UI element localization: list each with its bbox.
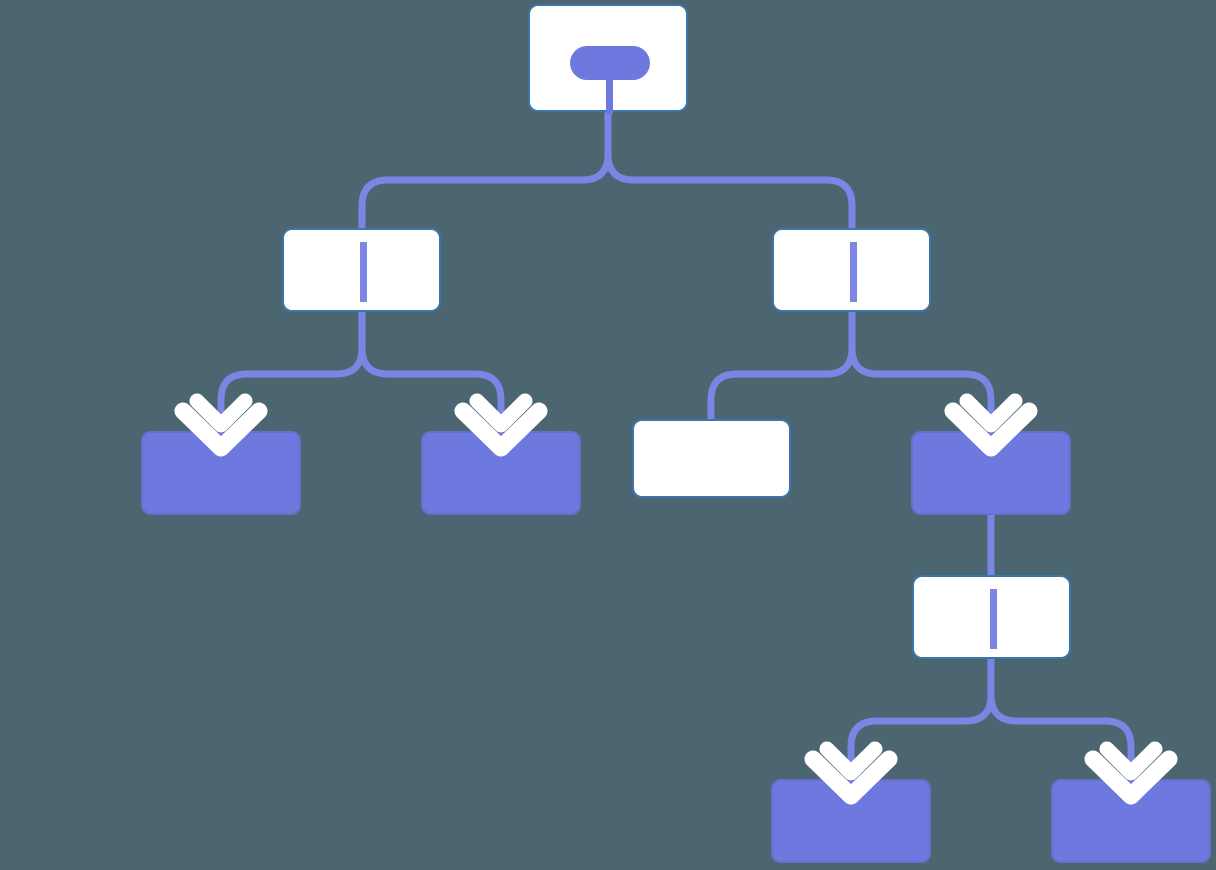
branch-node-right[interactable] xyxy=(772,228,931,312)
branch-node-left[interactable] xyxy=(282,228,441,312)
node-vertical-accent xyxy=(990,589,997,649)
arrowhead-icon xyxy=(195,396,247,426)
leaf-node-5[interactable] xyxy=(1051,779,1211,863)
edge-right-branch-to-leaf-3 xyxy=(848,312,1017,426)
empty-node[interactable] xyxy=(632,419,791,498)
arrowhead-icon xyxy=(1105,744,1157,774)
node-vertical-accent xyxy=(360,242,367,302)
edge-root-to-left-branch xyxy=(358,112,612,228)
edge-right-branch-to-empty xyxy=(707,312,856,419)
edge-sub-branch-to-leaf-5 xyxy=(987,659,1157,774)
arrowhead-icon xyxy=(965,396,1017,426)
arrowhead-icon xyxy=(825,744,877,774)
sub-branch-node[interactable] xyxy=(912,575,1071,659)
leaf-node-4[interactable] xyxy=(771,779,931,863)
leaf-node-3[interactable] xyxy=(911,431,1071,515)
edge-sub-branch-to-leaf-4 xyxy=(825,659,995,774)
node-vertical-accent xyxy=(850,242,857,302)
edge-root-to-right-branch xyxy=(604,112,856,228)
node-stem-accent xyxy=(606,74,613,114)
leaf-node-1[interactable] xyxy=(141,431,301,515)
edge-left-branch-to-leaf-2 xyxy=(358,312,527,426)
arrowhead-icon xyxy=(475,396,527,426)
edge-left-branch-to-leaf-1 xyxy=(195,312,366,426)
root-node[interactable] xyxy=(528,4,688,114)
leaf-node-2[interactable] xyxy=(421,431,581,515)
